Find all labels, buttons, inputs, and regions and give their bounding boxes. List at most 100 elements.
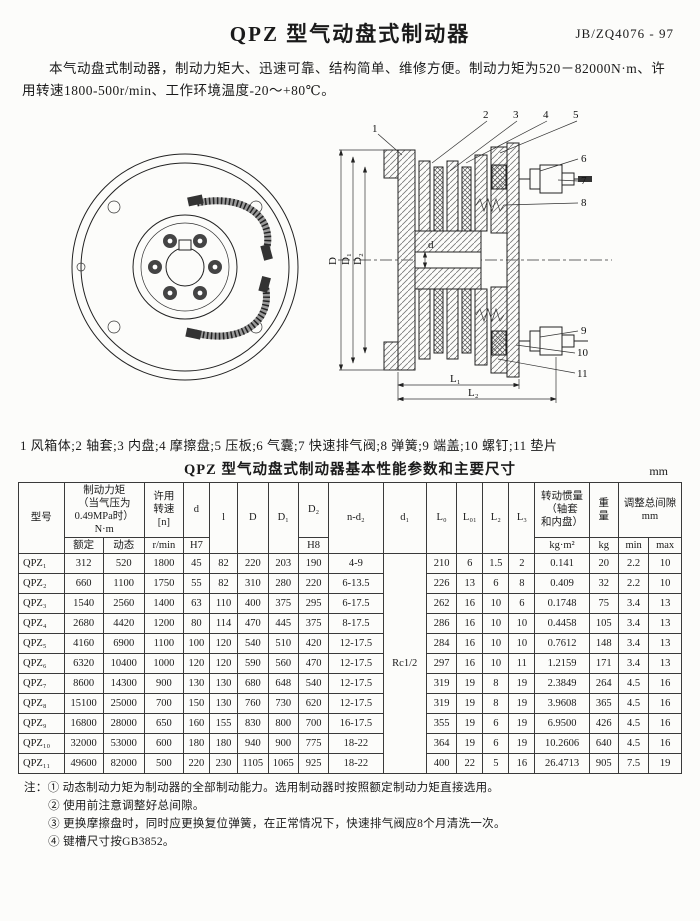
table-cell: 600 (143, 733, 184, 755)
table-cell: 3.9608 (534, 693, 590, 715)
table-cell: QPZ₄ (18, 613, 65, 635)
table-cell: 375 (267, 593, 299, 615)
header-gap-min: min (617, 537, 650, 555)
table-cell: 1065 (267, 753, 299, 775)
table-cell: 660 (63, 573, 104, 595)
table-cell: 148 (588, 633, 619, 655)
table-cell: 130 (182, 673, 210, 695)
table-cell: 2.3849 (534, 673, 590, 695)
table-cell: 1.5 (482, 553, 510, 575)
table-cell: 1100 (143, 633, 184, 655)
table-cell: 32000 (63, 733, 104, 755)
air-hose-lower (185, 275, 271, 340)
table-cell: 470 (297, 653, 330, 675)
section-view: 1 2 3 4 5 6 7 8 9 10 11 D D₁ D₂ d (327, 109, 612, 403)
callout-leaders (377, 120, 579, 373)
table-cell: 700 (297, 713, 330, 735)
table-cell: 6 (482, 733, 510, 755)
table-cell: 130 (208, 693, 239, 715)
table-cell: 0.141 (534, 553, 590, 575)
note-4: ④ 键槽尺寸按GB3852。 (48, 835, 175, 848)
table-cell: 925 (297, 753, 330, 775)
table-header: 型号 制动力矩 （当气压为 0.49MPa时） N·m 许用 转速 [n] d … (18, 481, 683, 555)
header-n-d2: n-d₂ (328, 481, 384, 555)
table-cell: 16 (456, 653, 484, 675)
dim-D: D (327, 257, 339, 265)
table-cell: 105 (588, 613, 619, 635)
dim-L1: L₁ (450, 373, 461, 385)
callout-3: 3 (513, 109, 519, 121)
table-cell: 45 (182, 553, 210, 575)
table-cell: 590 (237, 653, 269, 675)
table-cell: 13 (648, 653, 682, 675)
callout-8: 8 (581, 197, 587, 209)
table-cell: 6320 (63, 653, 104, 675)
table-cell: 4420 (102, 613, 145, 635)
table-cell: 110 (208, 593, 239, 615)
header-D2: D₂ (297, 481, 330, 539)
callout-9: 9 (581, 325, 587, 337)
header-d1: d₁ (382, 481, 427, 555)
table-cell: 22 (456, 753, 484, 775)
table-cell: 1105 (237, 753, 269, 775)
table-cell: 63 (182, 593, 210, 615)
table-cell: 10 (482, 633, 510, 655)
table-cell: 220 (237, 553, 269, 575)
table-cell: 5 (482, 753, 510, 775)
exhaust-valve-top (519, 164, 592, 194)
table-cell: 312 (63, 553, 104, 575)
dim-D2: D₂ (352, 253, 364, 265)
callout-2: 2 (483, 109, 489, 121)
table-cell: 13 (456, 573, 484, 595)
table-cell: 19 (456, 673, 484, 695)
table-cell: 420 (297, 633, 330, 655)
table-cell: 32 (588, 573, 619, 595)
table-cell: 14300 (102, 673, 145, 695)
table-cell: 0.4458 (534, 613, 590, 635)
table-cell: 28000 (102, 713, 145, 735)
header-D2-fit: H8 (297, 537, 330, 555)
table-cell: 8-17.5 (328, 613, 384, 635)
table-cell: 520 (102, 553, 145, 575)
callout-11: 11 (577, 368, 588, 380)
table-cell: 11 (508, 653, 536, 675)
table-cell: 900 (267, 733, 299, 755)
table-cell: 19 (508, 673, 536, 695)
table-cell: 1800 (143, 553, 184, 575)
table-cell: 203 (267, 553, 299, 575)
table-cell: 220 (297, 573, 330, 595)
table-cell: 6 (508, 593, 536, 615)
table-cell: 180 (182, 733, 210, 755)
table-cell: 2 (508, 553, 536, 575)
standard-number: JB/ZQ4076 - 97 (575, 26, 674, 41)
table-cell: 18-22 (328, 733, 384, 755)
table-cell: QPZ₁₁ (18, 753, 65, 775)
table-cell: 6 (482, 573, 510, 595)
table-cell: 150 (182, 693, 210, 715)
front-view (71, 153, 299, 381)
table-cell: 19 (508, 733, 536, 755)
header-weight: 重 量 (588, 481, 619, 539)
table-cell: 16 (456, 613, 484, 635)
header-L01: L₀₁ (456, 481, 484, 555)
table-cell: 12-17.5 (328, 693, 384, 715)
table-cell: 620 (297, 693, 330, 715)
table-cell: 12-17.5 (328, 673, 384, 695)
note-2: ② 使用前注意调整好总间隙。 (48, 799, 205, 812)
table-cell: 8 (482, 673, 510, 695)
table-cell: 540 (237, 633, 269, 655)
air-hose-upper (187, 193, 273, 261)
table-cell: 10 (508, 613, 536, 635)
table-cell: QPZ₈ (18, 693, 65, 715)
table-cell: 160 (182, 713, 210, 735)
table-cell: 4.5 (617, 693, 650, 715)
table-cell: 100 (182, 633, 210, 655)
table-cell: 264 (588, 673, 619, 695)
table-cell: 130 (208, 673, 239, 695)
table-cell: 426 (588, 713, 619, 735)
header-L3: L₃ (508, 481, 536, 555)
table-cell: 6 (456, 553, 484, 575)
